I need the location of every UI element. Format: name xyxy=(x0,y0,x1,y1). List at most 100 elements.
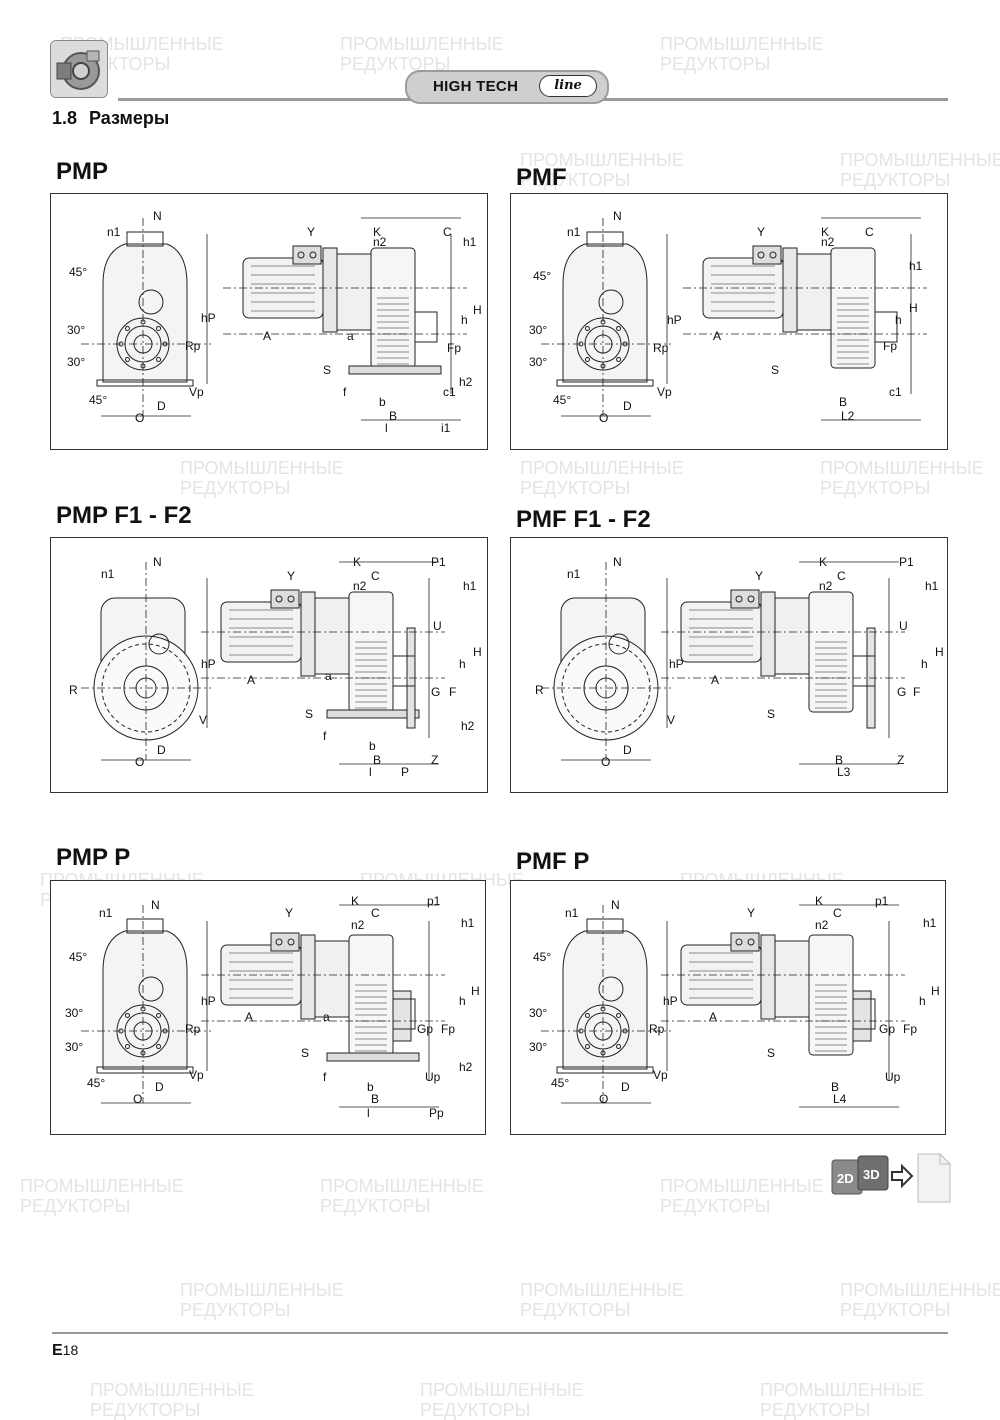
dimension-label: a xyxy=(325,669,332,683)
dimension-label: D xyxy=(157,399,166,413)
dimension-label: O xyxy=(135,755,144,769)
dimension-label: 45° xyxy=(69,950,87,964)
dimension-label: H xyxy=(473,303,482,317)
dimension-label: C xyxy=(837,569,846,583)
dimension-label: h1 xyxy=(463,235,477,249)
dimension-label: 45° xyxy=(553,393,571,407)
dimension-label: Gp xyxy=(417,1022,433,1036)
dimension-label: h1 xyxy=(461,916,475,930)
dimension-label: G xyxy=(897,685,906,699)
dimension-label: hP xyxy=(669,657,684,671)
dimension-label: Rp xyxy=(653,341,669,355)
dimension-label: B xyxy=(831,1080,839,1094)
dimension-label: n2 xyxy=(351,918,365,932)
dimension-label: H xyxy=(471,984,480,998)
dimension-label: K xyxy=(351,894,359,908)
dimension-label: h xyxy=(921,657,928,671)
dimension-label: S xyxy=(767,707,775,721)
dimension-label: i1 xyxy=(441,421,451,435)
dimension-label: hP xyxy=(201,311,216,325)
dimension-label: 45° xyxy=(551,1076,569,1090)
dimension-label: 30° xyxy=(65,1006,83,1020)
dimension-label: N xyxy=(613,555,622,569)
dimension-label: a xyxy=(347,329,354,343)
dimension-label: L2 xyxy=(841,409,855,423)
model-title-pmp-p: PMP P xyxy=(56,844,131,871)
dimension-label: C xyxy=(371,906,380,920)
cad-download-icon[interactable]: 2D 3D xyxy=(830,1150,954,1206)
dimension-label: A xyxy=(245,1010,253,1024)
dimension-label: Y xyxy=(755,569,763,583)
dimension-label: 30° xyxy=(67,355,85,369)
dimension-label: n1 xyxy=(567,225,581,239)
dimension-label: b xyxy=(379,395,386,409)
dimension-label: H xyxy=(931,984,940,998)
series-badge: HIGH TECH line xyxy=(405,70,609,104)
dimension-label: O xyxy=(599,411,608,425)
dimension-label: n2 xyxy=(819,579,833,593)
dimension-label: hP xyxy=(663,994,678,1008)
dimension-label: B xyxy=(839,395,847,409)
dimension-label: A xyxy=(247,673,255,687)
dimension-label: n2 xyxy=(815,918,829,932)
dimension-label: K xyxy=(815,894,823,908)
dimension-label: l xyxy=(369,765,372,779)
dimension-label: h1 xyxy=(909,259,923,273)
dimension-label: O xyxy=(135,411,144,425)
dimension-label: Fp xyxy=(441,1022,455,1036)
dimension-label: h xyxy=(919,994,926,1008)
dimension-label: D xyxy=(621,1080,630,1094)
dimension-label: Vp xyxy=(189,385,204,399)
dimension-label: 45° xyxy=(533,269,551,283)
dimension-label: F xyxy=(913,685,920,699)
dimension-label: R xyxy=(535,683,544,697)
dimension-label: b xyxy=(369,739,376,753)
dimension-label: Vp xyxy=(189,1068,204,1082)
dimension-label: K xyxy=(373,225,381,239)
dimension-label: 45° xyxy=(89,393,107,407)
model-title-pmp-f1-f2: PMP F1 - F2 xyxy=(56,502,192,529)
dimension-label: K xyxy=(353,555,361,569)
dimension-label: h xyxy=(459,657,466,671)
dimension-label: N xyxy=(613,209,622,223)
dimension-label: n1 xyxy=(101,567,115,581)
footer-rule xyxy=(52,1332,948,1334)
dimension-label: U xyxy=(433,619,442,633)
dimension-label: V xyxy=(667,713,675,727)
dimension-label: K xyxy=(819,555,827,569)
dimension-label: K xyxy=(821,225,829,239)
dimension-label: h2 xyxy=(459,1060,473,1074)
dimension-label: n1 xyxy=(567,567,581,581)
dimension-label: c1 xyxy=(889,385,902,399)
dimension-label: O xyxy=(599,1092,608,1106)
dimension-label: N xyxy=(153,209,162,223)
dimension-label: Y xyxy=(287,569,295,583)
series-name: HIGH TECH xyxy=(433,78,519,95)
dimension-label: l xyxy=(385,421,388,435)
dimension-label: Rp xyxy=(649,1022,665,1036)
dimension-label: Up xyxy=(885,1070,901,1084)
dimension-label: Up xyxy=(425,1070,441,1084)
dimension-label: F xyxy=(449,685,456,699)
dimension-label: h1 xyxy=(925,579,939,593)
dimension-label: 30° xyxy=(529,323,547,337)
dimension-label: a xyxy=(323,1010,330,1024)
dimension-label: H xyxy=(473,645,482,659)
model-title-pmf-f1-f2: PMF F1 - F2 xyxy=(516,506,651,533)
dimension-label: hP xyxy=(201,657,216,671)
dimension-label: C xyxy=(371,569,380,583)
page-letter: E xyxy=(52,1342,63,1359)
